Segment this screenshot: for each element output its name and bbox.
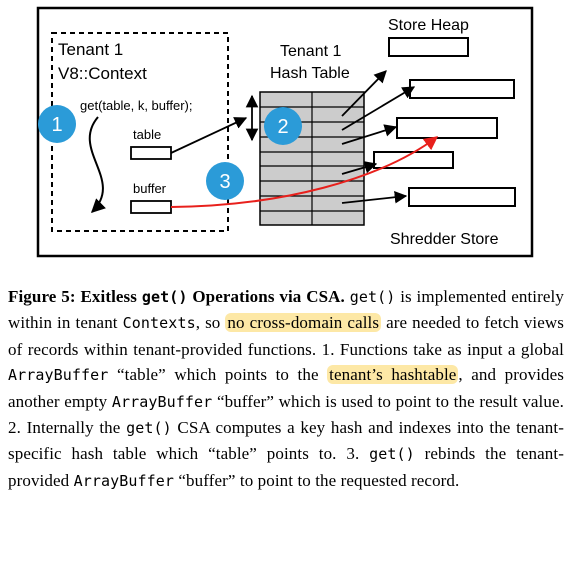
shredder-store-label: Shredder Store	[390, 231, 499, 248]
caption-code-get-3: get()	[369, 445, 415, 464]
hash-table-title-line1: Tenant 1	[280, 43, 341, 60]
svg-text:3: 3	[219, 171, 230, 193]
caption-highlight-no-cross-domain: no cross-domain calls	[225, 313, 382, 333]
caption-code-get-2: get()	[126, 419, 172, 438]
tenant-title-line2: V8::Context	[58, 64, 147, 83]
caption-code-arraybuffer-1: ArrayBuffer	[8, 366, 109, 385]
shredder-store-box	[36, 6, 534, 258]
figure-caption: Figure 5: Exitless get() Operations via …	[8, 284, 564, 494]
step-2-marker: 2	[264, 107, 302, 145]
svg-text:1: 1	[51, 114, 62, 136]
caption-code-arraybuffer-3: ArrayBuffer	[73, 471, 175, 490]
heap-record-box-1	[388, 37, 469, 57]
caption-code-contexts: Contexts	[122, 314, 196, 333]
caption-text-1b: , so	[195, 313, 221, 333]
buffer-label: buffer	[133, 181, 167, 196]
heap-record-box-5	[408, 187, 516, 207]
get-call-text: get(table, k, buffer);	[80, 98, 193, 113]
step-1-marker: 1	[38, 105, 76, 143]
caption-text-3a: CSA computes a key hash and indexes into…	[8, 418, 564, 464]
caption-highlight-tenants-hashtable: tenant’s hashtable	[327, 365, 459, 385]
svg-text:2: 2	[277, 116, 288, 138]
caption-code-arraybuffer-2: ArrayBuffer	[111, 392, 213, 411]
table-to-hashtable-arrow	[170, 117, 248, 154]
figure-diagram: Store Heap Tenant 1 V8::Context Tenant 1…	[36, 6, 534, 258]
heap-record-box-3	[396, 117, 498, 139]
caption-title-b: Operations via CSA.	[192, 287, 345, 306]
hash-table-title-line2: Hash Table	[270, 65, 350, 82]
caption-title-a: Exitless	[80, 287, 137, 306]
step-3-marker: 3	[206, 162, 244, 200]
call-flow-arrow	[88, 116, 106, 213]
tenant-title-line1: Tenant 1	[58, 40, 123, 59]
buffer-pointer-box	[130, 200, 172, 214]
caption-title-code: get()	[141, 288, 188, 306]
caption-figure-label: Figure 5:	[8, 287, 76, 306]
table-pointer-box	[130, 146, 172, 160]
caption-text-4a: rebinds the tenant-provided	[8, 444, 564, 490]
caption-text-1a: is implemented entirely within in tenant	[8, 287, 564, 333]
caption-text-1c: are needed to fetch views of records wit…	[8, 313, 564, 359]
caption-code-get-1: get()	[349, 288, 396, 306]
caption-text-4b: “buffer” to point to the requested recor…	[178, 470, 460, 490]
caption-text-2b: , and provides another empty	[8, 365, 564, 411]
store-heap-label: Store Heap	[388, 17, 469, 34]
caption-text-2a: “table” which points to the	[116, 365, 319, 385]
caption-text-2c: “buffer” which is used to point to the r…	[8, 391, 564, 438]
heap-record-box-2	[409, 79, 515, 99]
buffer-rebind-arrow	[170, 136, 439, 208]
table-label: table	[133, 127, 161, 142]
